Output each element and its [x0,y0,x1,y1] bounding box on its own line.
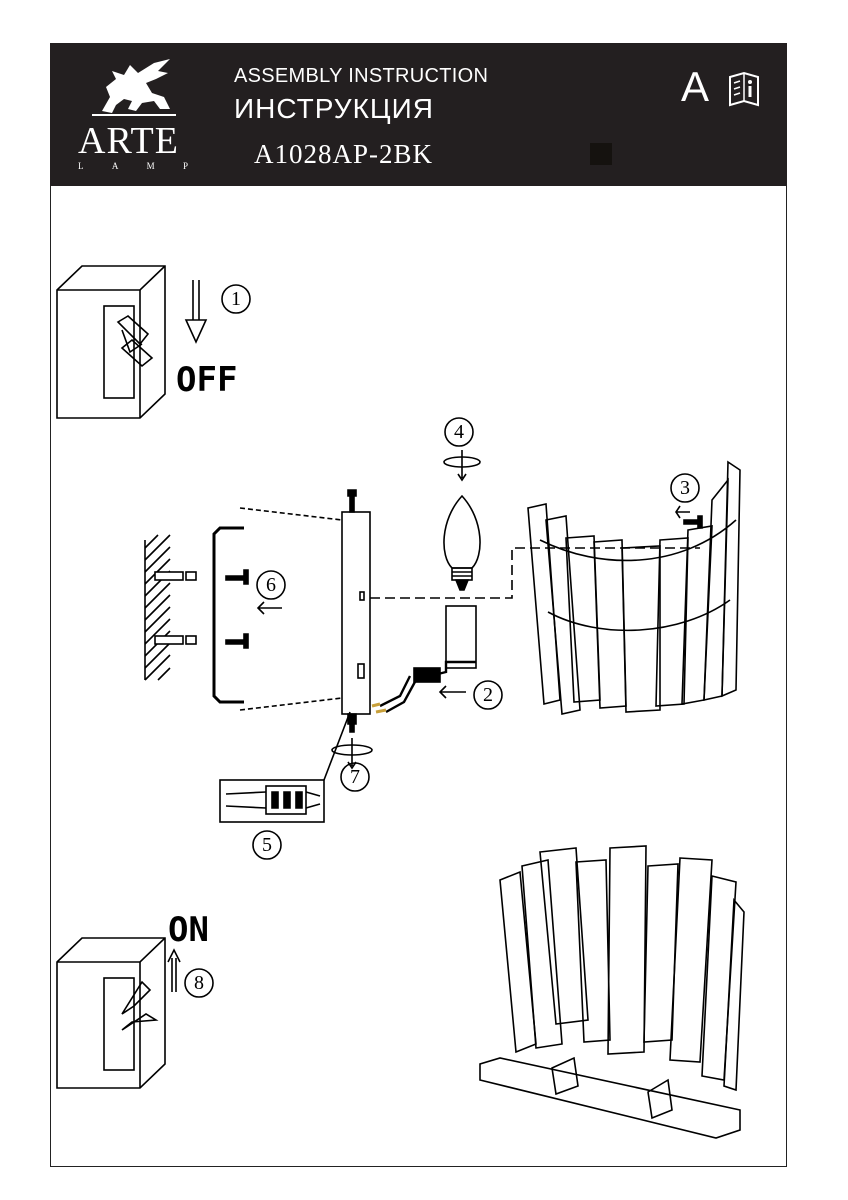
header-bar: ARTE L A M P ASSEMBLY INSTRUCTION ИНСТРУ… [50,43,787,186]
step-circle-6 [256,570,286,600]
step-circle-8 [184,968,214,998]
step-circle-2 [473,680,503,710]
arrow-left-icon-2 [438,685,466,699]
title-russian: ИНСТРУКЦИЯ [234,93,434,124]
model-number: A1028AP-2BK [254,139,434,169]
lamp-socket [445,605,477,669]
step-circle-1 [221,284,251,314]
brand-subtitle: L A M P [78,161,188,171]
step-circle-3 [670,473,700,503]
crystal-shade-exploded [527,460,741,715]
step-number-8: 8 [194,972,204,994]
rotate-arrow-icon [347,738,357,770]
arrow-left-icon [256,601,282,615]
off-label: OFF [176,360,238,400]
mounting-bracket [212,526,244,704]
instruction-sheet [50,43,787,1167]
manual-info-icon [729,71,759,107]
on-label: ON [168,910,209,950]
step-number-5: 5 [262,834,272,856]
language-letter: A [681,63,710,110]
arrow-down-icon [184,280,208,344]
candle-bulb-icon [443,494,481,591]
top-screw-icon [347,489,357,513]
decorative-square [590,143,612,165]
step-number-4: 4 [454,421,464,443]
brand-name: ARTE [78,120,179,162]
step-number-1: 1 [231,288,241,310]
step-number-2: 2 [483,684,493,706]
title-english: ASSEMBLY INSTRUCTION [234,65,489,87]
bottom-screw-icon [347,713,357,733]
step-number-7: 7 [350,766,360,788]
switch-on-icon [56,937,166,1089]
step-circle-5 [252,830,282,860]
step-circle-4 [444,417,474,447]
griffin-icon [92,59,176,116]
step-number-3: 3 [680,477,690,499]
step-number-6: 6 [266,574,276,596]
brand-logo: ARTE L A M P [72,53,192,178]
wall-icon [144,534,197,681]
step-circle-7 [340,762,370,792]
terminal-block-detail [219,779,325,823]
crystal-shade-assembled [479,845,745,1139]
switch-off-icon [56,265,166,419]
backplate [341,511,371,715]
screw-icon [225,569,249,649]
arrow-up-icon [167,948,181,992]
